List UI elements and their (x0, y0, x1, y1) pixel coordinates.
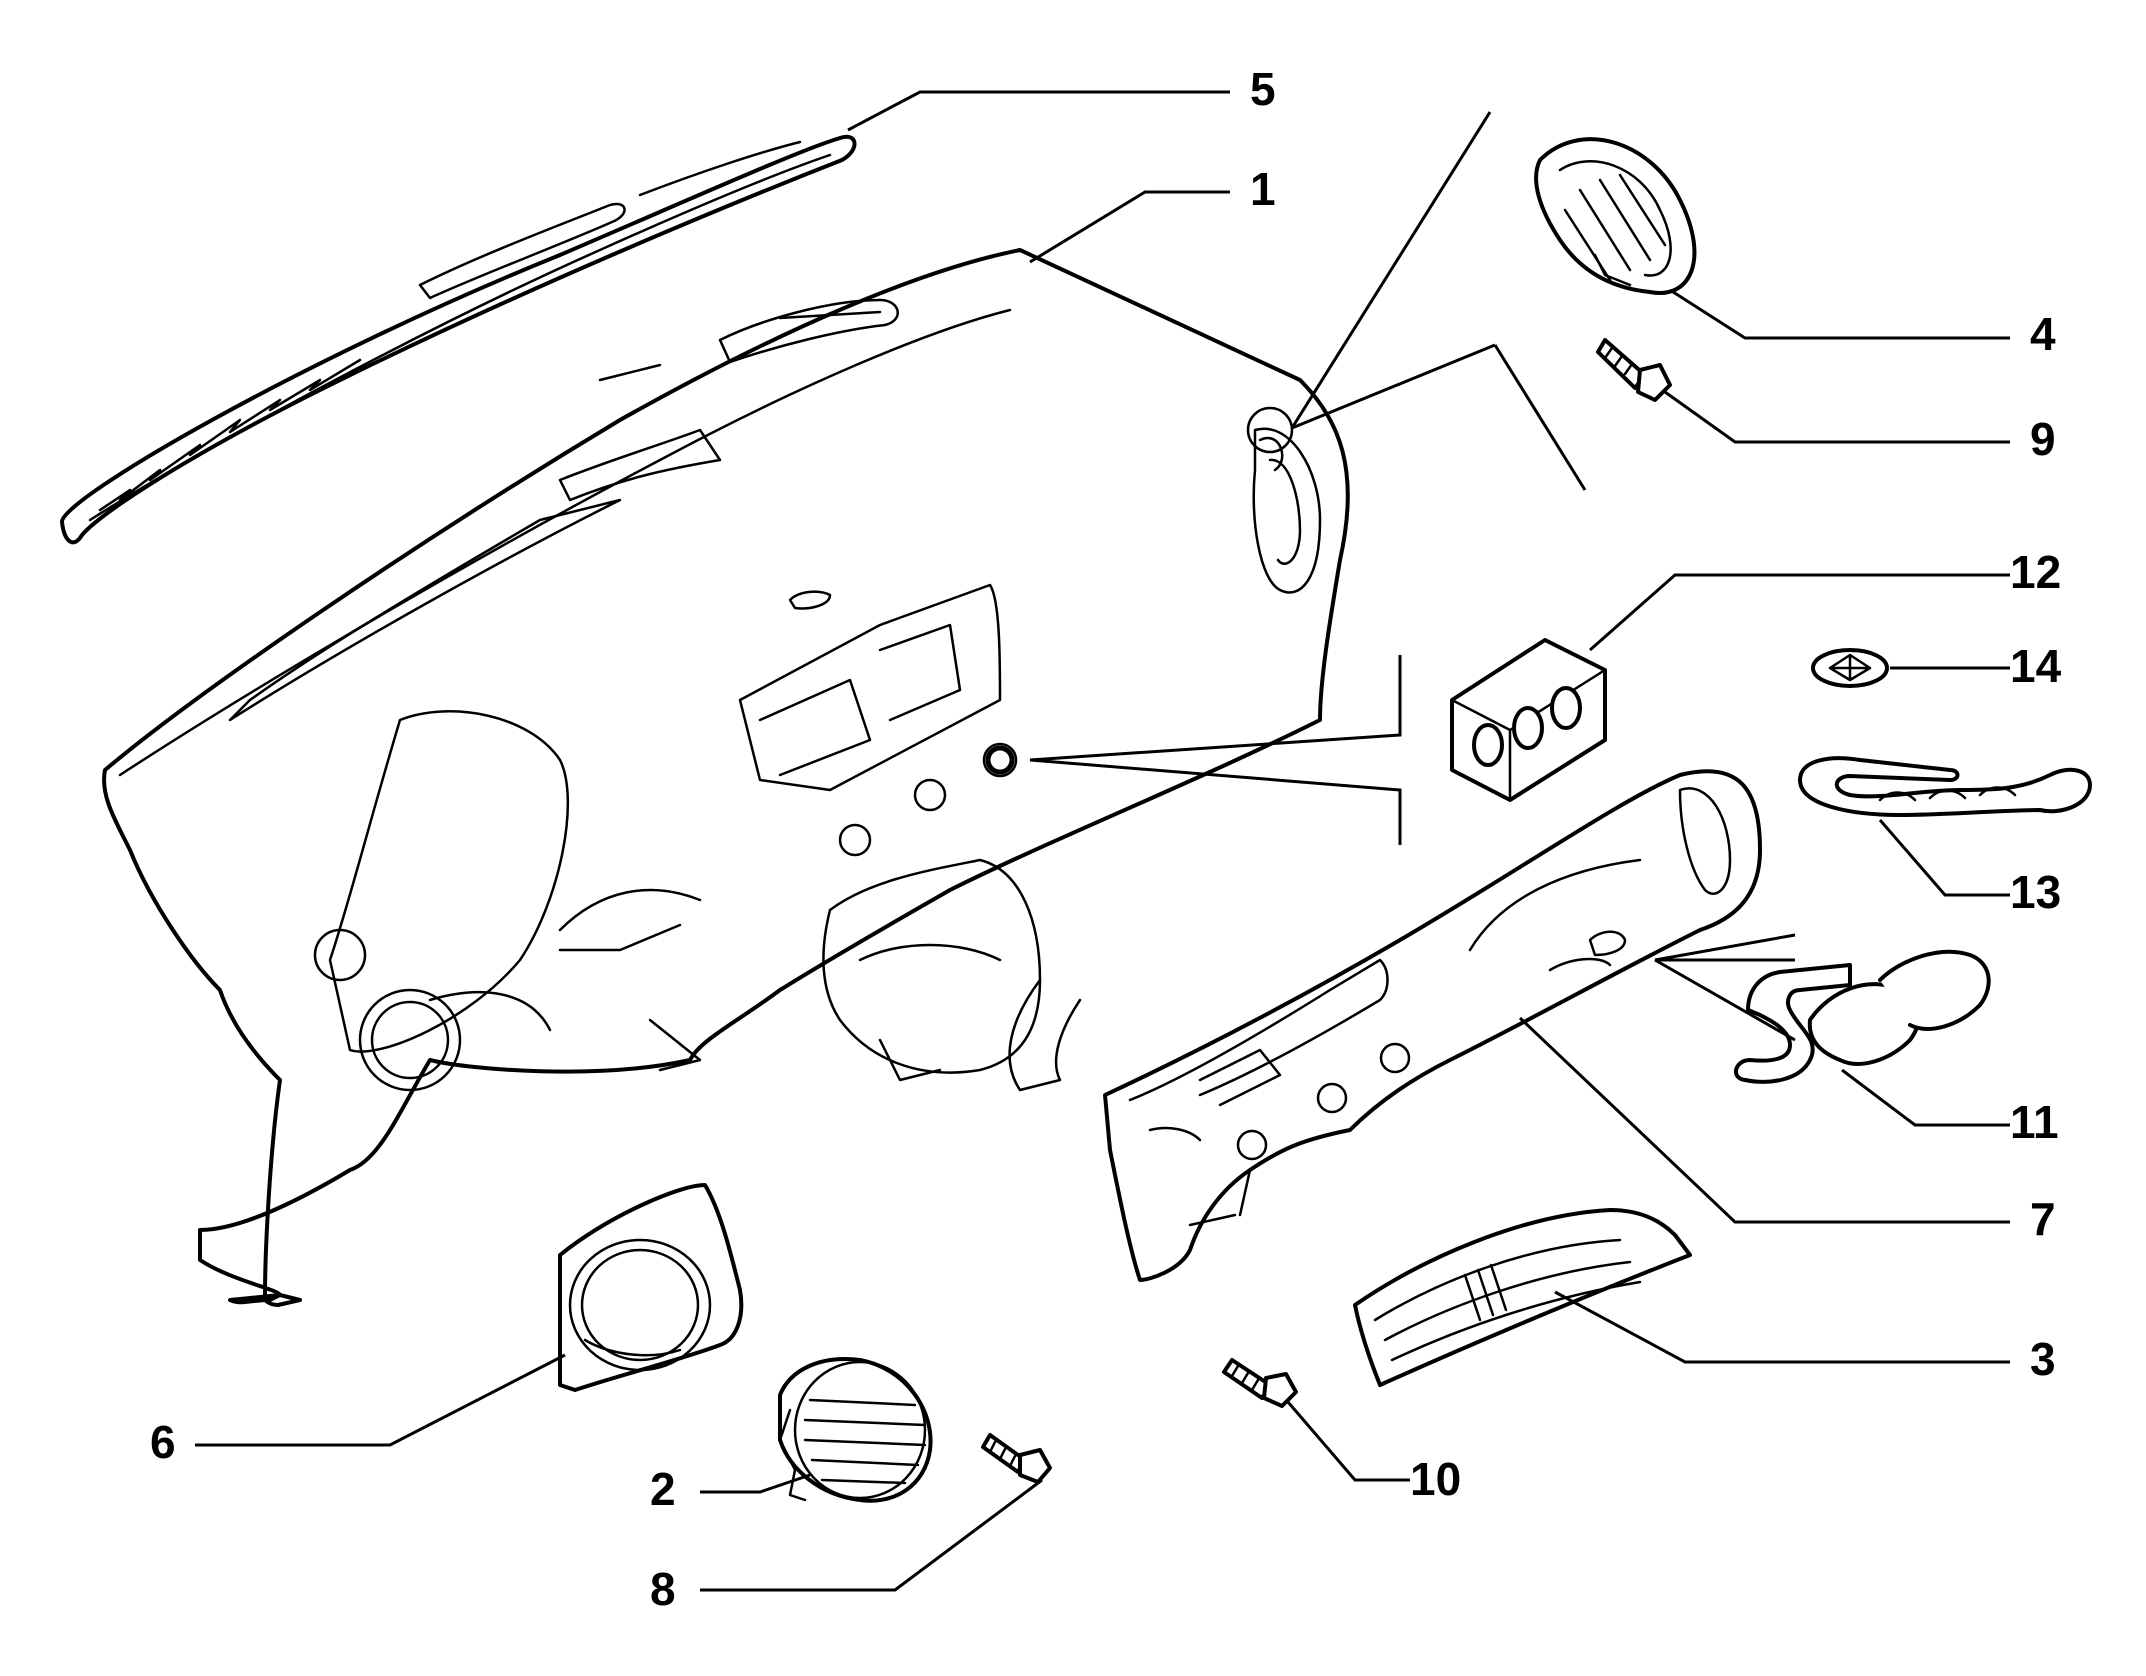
callout-1: 1 (1250, 163, 1276, 215)
part-6-gauge-bezel (558, 1183, 744, 1392)
leader-1 (1029, 190, 1230, 264)
leader-9 (1664, 390, 2010, 444)
part-14-clip (1811, 648, 1889, 688)
callout-5: 5 (1250, 63, 1276, 115)
part-2-round-vent (778, 1357, 933, 1503)
part-1-dashboard (102, 248, 1350, 1307)
callout-8: 8 (650, 1563, 676, 1615)
part-5-defroster-strip (60, 134, 857, 545)
leader-11 (1841, 1068, 2010, 1127)
part-12-ring-kit (1450, 638, 1607, 802)
leader-2 (700, 1473, 811, 1494)
callout-2: 2 (650, 1463, 676, 1515)
callout-9: 9 (2030, 413, 2056, 465)
callout-10: 10 (1410, 1453, 1461, 1505)
part-8-screw (981, 1433, 1052, 1484)
leader-4 (1669, 288, 2010, 340)
callout-14: 14 (2010, 640, 2062, 692)
callout-11: 11 (2010, 1096, 2059, 1148)
leader-7 (1518, 1016, 2010, 1224)
part-13-script-emblem (1798, 756, 2092, 817)
callout-7: 7 (2030, 1193, 2056, 1245)
leader-8 (700, 1478, 1043, 1592)
part-11-emblem (1734, 949, 1991, 1084)
part-7-trim-panel (1103, 769, 1762, 1282)
callout-4: 4 (2030, 308, 2056, 360)
leader-lines (195, 90, 2010, 1592)
leader-12 (1589, 573, 2010, 652)
leader-13 (1878, 819, 2010, 897)
part-3-center-vent (1353, 1208, 1692, 1387)
part-9-screw (1596, 338, 1672, 402)
callout-3: 3 (2030, 1333, 2056, 1385)
callout-12: 12 (2010, 546, 2061, 598)
callout-13: 13 (2010, 866, 2061, 918)
leader-3 (1554, 1290, 2010, 1364)
part-4-side-vent (1534, 137, 1697, 296)
callout-6: 6 (150, 1416, 176, 1468)
leader-10 (1286, 1401, 1410, 1482)
leader-5 (847, 90, 1230, 132)
part-10-screw (1222, 1358, 1298, 1408)
leader-6 (195, 1353, 566, 1447)
